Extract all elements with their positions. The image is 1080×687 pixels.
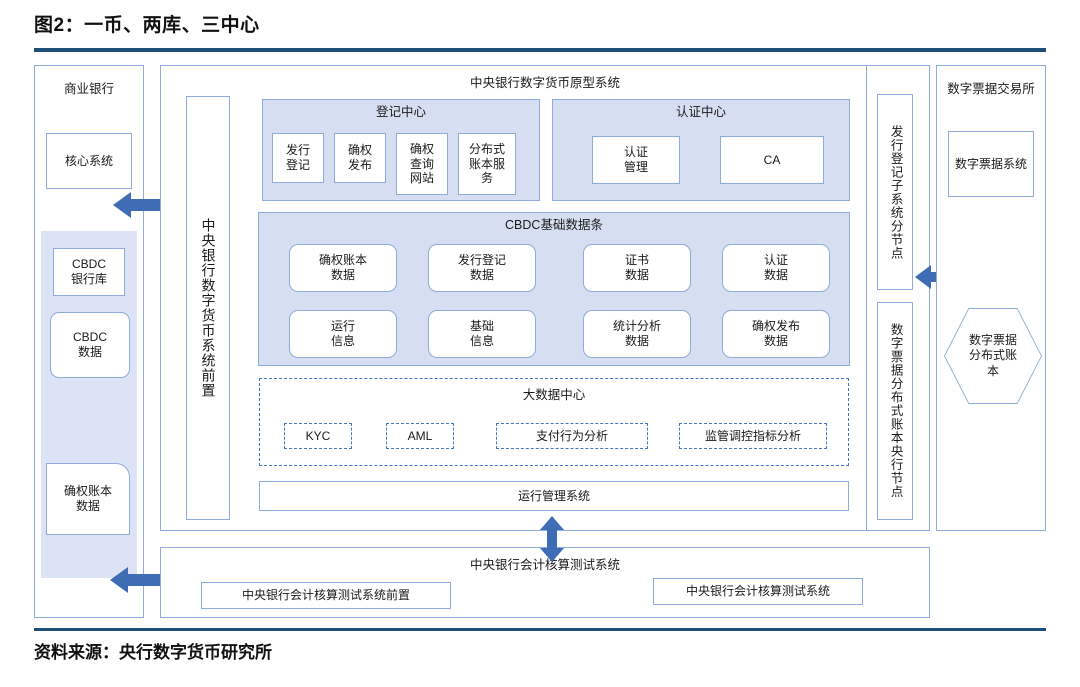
accounting-system-title: 中央银行会计核算测试系统: [469, 558, 620, 572]
cbdc-strip-item-6[interactable]: 统计分析 数据: [583, 310, 691, 358]
cbdc-data-box[interactable]: CBDC 数据: [50, 312, 130, 378]
core-system-box[interactable]: 核心系统: [46, 133, 132, 189]
cbdc-strip-item-2[interactable]: 证书 数据: [583, 244, 691, 292]
frontend-column-box[interactable]: [186, 96, 230, 520]
prototype-system-title: 中央银行数字货币原型系统: [469, 76, 620, 90]
cbdc-bank-vault-box[interactable]: CBDC 银行库: [53, 248, 125, 296]
bill-system-box[interactable]: 数字票据系统: [948, 131, 1034, 197]
cbdc-strip-item-0[interactable]: 确权账本 数据: [289, 244, 397, 292]
bill-exchange-title: 数字票据交易所: [947, 82, 1035, 96]
cbdc-strip-item-7[interactable]: 确权发布 数据: [722, 310, 830, 358]
commercial-bank-title: 商业银行: [63, 82, 114, 96]
big-data-item-1[interactable]: AML: [386, 423, 454, 449]
big-data-center-title: 大数据中心: [522, 388, 586, 402]
registration-item-1[interactable]: 确权 发布: [334, 133, 386, 183]
node-item-0-box[interactable]: [877, 94, 913, 290]
bank-to-accounting-arrow: [110, 567, 186, 593]
authentication-item-1[interactable]: CA: [720, 136, 824, 184]
operation-management-box[interactable]: 运行管理系统: [259, 481, 849, 511]
node-item-1-box[interactable]: [877, 302, 913, 520]
prototype-to-accounting-arrow: [540, 516, 564, 562]
source-note: 资料来源：央行数字货币研究所: [34, 643, 272, 662]
big-data-item-3[interactable]: 监管调控指标分析: [679, 423, 827, 449]
authentication-item-0[interactable]: 认证 管理: [592, 136, 680, 184]
node-item-0-label: 发行登记子系统分节点: [888, 124, 903, 260]
authentication-center-title: 认证中心: [675, 105, 726, 119]
frontend-column-label: 中央银行数字货币系统前置: [200, 218, 217, 398]
big-data-item-2[interactable]: 支付行为分析: [496, 423, 648, 449]
big-data-center-panel: [259, 378, 849, 466]
cbdc-strip-item-3[interactable]: 认证 数据: [722, 244, 830, 292]
node-item-1-label: 数字票据分布式账本央行节点: [888, 323, 903, 499]
cbdc-strip-item-5[interactable]: 基础 信息: [428, 310, 536, 358]
big-data-item-0[interactable]: KYC: [284, 423, 352, 449]
bank-to-frontend-arrow: [113, 192, 189, 218]
registration-item-2[interactable]: 确权 查询 网站: [396, 133, 448, 195]
cbdc-data-strip-title: CBDC基础数据条: [505, 218, 603, 232]
accounting-backend-box[interactable]: 中央银行会计核算测试系统: [653, 578, 863, 605]
cbdc-strip-item-4[interactable]: 运行 信息: [289, 310, 397, 358]
page-title: 图2：一币、两库、三中心: [34, 15, 260, 36]
registration-center-title: 登记中心: [375, 105, 426, 119]
accounting-frontend-box[interactable]: 中央银行会计核算测试系统前置: [201, 582, 451, 609]
registration-item-0[interactable]: 发行 登记: [272, 133, 324, 183]
ownership-ledger-data-box[interactable]: 确权账本 数据: [46, 463, 130, 535]
cbdc-strip-item-1[interactable]: 发行登记 数据: [428, 244, 536, 292]
registration-item-3[interactable]: 分布式 账本服 务: [458, 133, 516, 195]
source-divider: [34, 628, 1046, 631]
title-divider: [34, 48, 1046, 52]
